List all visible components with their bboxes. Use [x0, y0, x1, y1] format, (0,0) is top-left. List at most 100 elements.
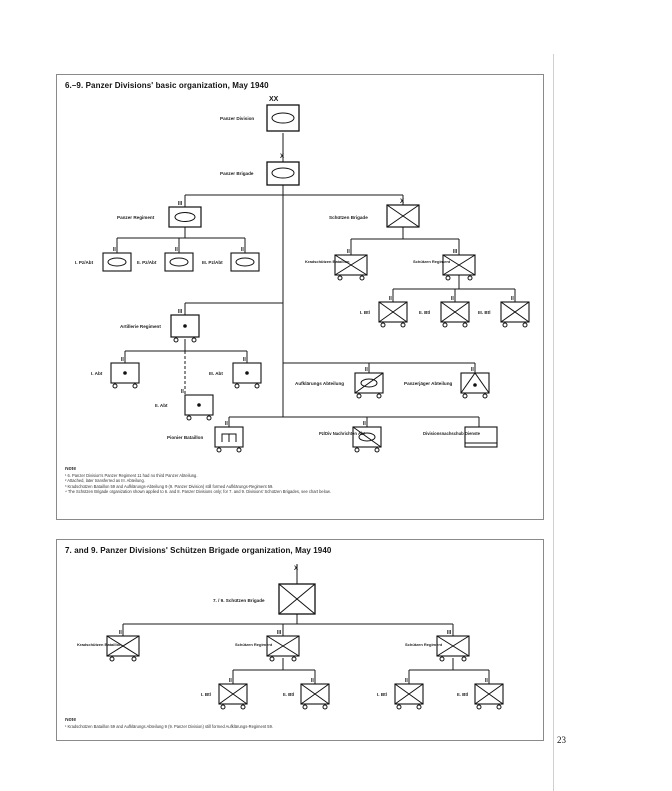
svg-text:II. Abt: II. Abt [155, 403, 168, 408]
notes-heading: Note [65, 467, 77, 472]
svg-text:II: II [119, 630, 122, 636]
org-chart-schuetzen-brigade: X 7. / 9. Schützen Brigade II Kradschütz… [77, 564, 504, 710]
page-column-rule [553, 54, 554, 791]
chart-panel-schuetzen-brigade: 7. and 9. Panzer Divisions' Schützen Bri… [56, 539, 544, 741]
svg-text:II: II [241, 247, 244, 253]
chart-title: 7. and 9. Panzer Divisions' Schützen Bri… [65, 546, 332, 555]
unit-btl-a2: II II. Btl [283, 678, 330, 710]
unit-panzer-brigade: X Panzer Brigade [220, 154, 300, 186]
svg-text:II: II [511, 296, 514, 302]
org-chart-basic: XX Panzer Division X Panzer Brigade III … [75, 96, 530, 453]
svg-text:III. Pz/Abt: III. Pz/Abt [202, 260, 223, 265]
unit-btl-a1: II I. Btl [201, 678, 248, 710]
svg-text:X: X [400, 199, 404, 205]
unit-kradschuetzen-bataillon: II Kradschützen Bataillon [305, 249, 368, 281]
svg-text:X: X [280, 154, 284, 160]
svg-text:X: X [294, 566, 298, 572]
note-1: ¹ 6. Panzer Division's Panzer Regiment 1… [65, 472, 198, 478]
svg-text:II: II [225, 421, 228, 427]
svg-text:II: II [451, 296, 454, 302]
notes-schuetzen: Note ¹ Kradschützen Bataillon 59 and Auf… [65, 718, 535, 729]
note-1: ¹ Kradschützen Bataillon 59 and Aufkläru… [65, 723, 273, 729]
unit-art-abt-3: II III. Abt [209, 357, 262, 389]
notes-heading: Note [65, 718, 77, 723]
svg-text:Kradschützen Bataillon: Kradschützen Bataillon [305, 259, 350, 264]
unit-art-abt-1: II I. Abt [91, 357, 140, 389]
svg-text:II: II [175, 247, 178, 253]
svg-text:Kradschützen Bataillon: Kradschützen Bataillon [77, 642, 122, 647]
svg-text:II. Pz/Abt: II. Pz/Abt [137, 260, 157, 265]
svg-text:II: II [405, 678, 408, 684]
svg-text:III: III [277, 630, 282, 636]
unit-pz-abt-1: II I. Pz/Abt [75, 247, 132, 272]
svg-text:I. Btl: I. Btl [360, 310, 370, 315]
svg-text:Schützen Regiment: Schützen Regiment [405, 642, 443, 647]
svg-text:II. Btl: II. Btl [283, 692, 294, 697]
note-2: ² Attached, later transferred as III. Ab… [65, 478, 145, 484]
unit-btl-1: II I. Btl [360, 296, 408, 328]
svg-text:II: II [471, 367, 474, 373]
unit-schuetzen-brigade-7-9: 7. / 9. Schützen Brigade [213, 583, 316, 615]
svg-text:I. Btl: I. Btl [201, 692, 211, 697]
unit-btl-2: II II. Btl [419, 296, 470, 328]
svg-text:III. Btl: III. Btl [478, 310, 491, 315]
svg-text:III: III [178, 309, 183, 315]
label-panzer-regiment: Panzer Regiment [117, 215, 155, 220]
unit-btl-3: II III. Btl [478, 296, 530, 328]
division-echelon-marker: XX [269, 96, 279, 103]
svg-text:II: II [113, 247, 116, 253]
unit-aufklaerungs-abteilung: II Aufklärungs Abteilung [295, 367, 384, 399]
svg-text:Artillerie Regiment: Artillerie Regiment [120, 324, 161, 329]
unit-btl-b1: II I. Btl [377, 678, 424, 710]
svg-text:III: III [178, 201, 183, 207]
unit-kradschuetzen-bataillon-2: II Kradschützen Bataillon [77, 630, 140, 662]
svg-text:Schützen Regiment: Schützen Regiment [235, 642, 273, 647]
svg-text:Divisionsnachschub Dienste: Divisionsnachschub Dienste [423, 431, 481, 436]
svg-text:II: II [389, 296, 392, 302]
svg-text:II: II [485, 678, 488, 684]
svg-text:Panzerjäger Abteilung: Panzerjäger Abteilung [404, 381, 453, 386]
unit-pionier-bataillon: II Pionier Bataillon [167, 421, 244, 453]
svg-text:II: II [363, 421, 366, 427]
unit-artillerie-regiment: III Artillerie Regiment [120, 309, 200, 343]
unit-division: XX Panzer Division [220, 96, 300, 132]
svg-text:III: III [453, 249, 458, 255]
chart-panel-basic-organization: 6.–9. Panzer Divisions' basic organizati… [56, 74, 544, 520]
notes-basic: Note ¹ 6. Panzer Division's Panzer Regim… [65, 467, 535, 495]
svg-text:I. Abt: I. Abt [91, 371, 103, 376]
svg-text:II. Btl: II. Btl [419, 310, 430, 315]
unit-panzer-regiment: III Panzer Regiment [117, 201, 202, 228]
svg-text:II: II [365, 367, 368, 373]
label-division: Panzer Division [220, 116, 254, 121]
svg-text:III. Abt: III. Abt [209, 371, 223, 376]
svg-text:II. Btl: II. Btl [457, 692, 468, 697]
svg-text:II: II [121, 357, 124, 363]
svg-text:III: III [447, 630, 452, 636]
svg-text:Schützen Brigade: Schützen Brigade [329, 215, 368, 220]
svg-text:I. Btl: I. Btl [377, 692, 387, 697]
svg-text:II: II [181, 389, 184, 395]
unit-schuetzen-regiment: III Schützen Regiment [413, 249, 476, 281]
page-number: 23 [557, 735, 566, 745]
svg-text:II: II [311, 678, 314, 684]
svg-text:Pionier Bataillon: Pionier Bataillon [167, 435, 203, 440]
unit-art-abt-2: II II. Abt [155, 389, 214, 421]
chart-title: 6.–9. Panzer Divisions' basic organizati… [65, 81, 269, 90]
svg-text:Schützen Regiment: Schützen Regiment [413, 259, 451, 264]
svg-text:7. / 9. Schützen Brigade: 7. / 9. Schützen Brigade [213, 598, 265, 603]
svg-text:II: II [229, 678, 232, 684]
unit-schuetzen-regiment-a: III Schützen Regiment [235, 630, 300, 662]
unit-divisionsnachschub-dienste: Divisionsnachschub Dienste [423, 426, 498, 448]
note-3: ³ Kradschützen Bataillon 59 and Aufkläru… [65, 483, 274, 489]
unit-panzerjaeger-abteilung: II Panzerjäger Abteilung [404, 367, 490, 399]
unit-schuetzen-regiment-b: III Schützen Regiment [405, 630, 470, 662]
unit-schuetzen-brigade: X Schützen Brigade [329, 199, 420, 228]
svg-text:I. Pz/Abt: I. Pz/Abt [75, 260, 94, 265]
unit-nachrichten-abt: II Pz/Div Nachrichten Abt [319, 421, 382, 453]
note-4: ⁴ The Schützen Brigade organization show… [65, 489, 331, 495]
svg-text:Pz/Div Nachrichten Abt: Pz/Div Nachrichten Abt [319, 431, 366, 436]
svg-text:II: II [243, 357, 246, 363]
label-panzer-brigade: Panzer Brigade [220, 171, 254, 176]
svg-text:Aufklärungs Abteilung: Aufklärungs Abteilung [295, 381, 344, 386]
unit-pz-abt-2: II II. Pz/Abt [137, 247, 194, 272]
